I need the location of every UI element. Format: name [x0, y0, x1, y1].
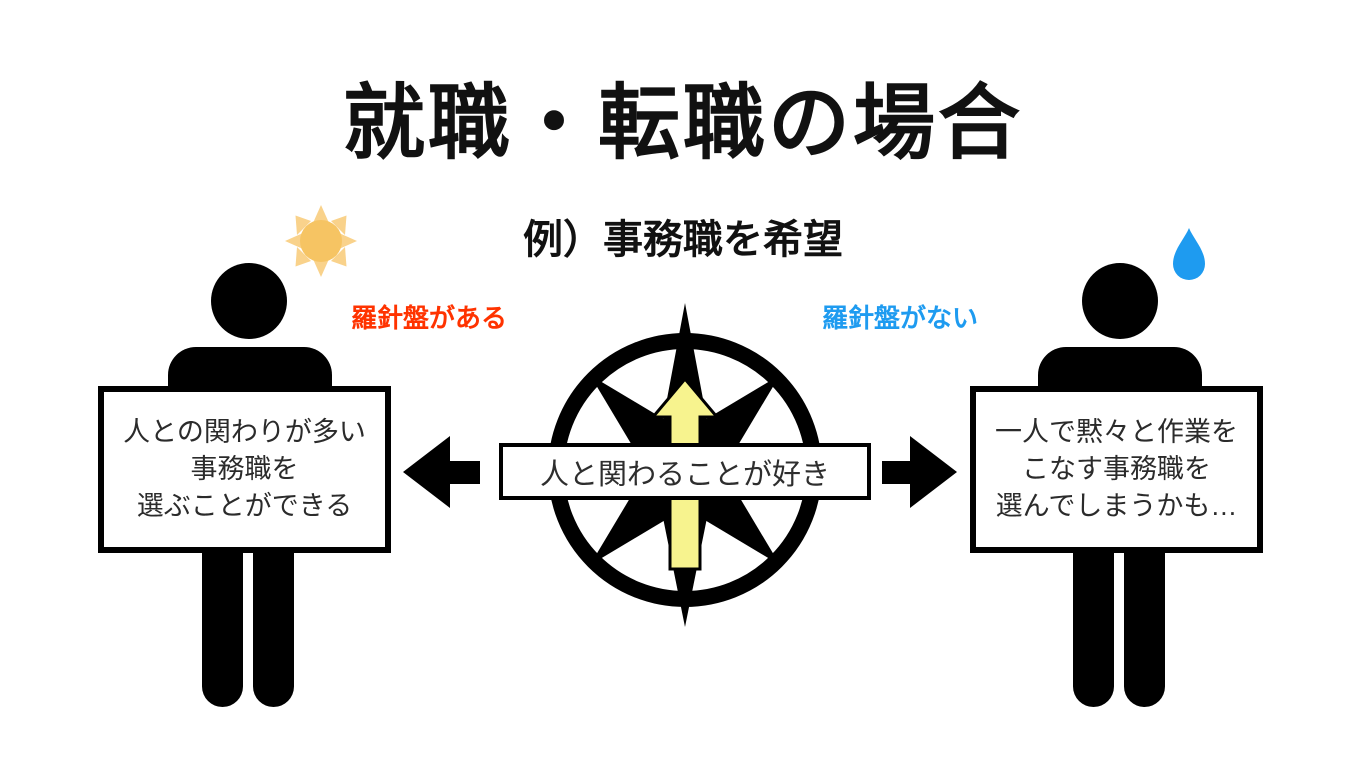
left-outcome-line: 事務職を — [190, 454, 299, 484]
left-compass-label: 羅針盤がある — [351, 303, 508, 333]
right-person-head — [1082, 263, 1158, 339]
left-outcome-box: 人との関わりが多い 事務職を 選ぶことができる — [98, 386, 391, 553]
left-person-head — [211, 263, 287, 339]
right-outcome-line: 一人で黙々と作業を — [995, 417, 1238, 447]
left-outcome-line: 選ぶことができる — [136, 491, 353, 521]
page-title: 就職・転職の場合 — [342, 78, 1023, 169]
subtitle: 例）事務職を希望 — [523, 218, 843, 262]
water-drop-icon — [1173, 228, 1205, 280]
sun-icon — [285, 205, 357, 277]
right-compass-label: 羅針盤がない — [822, 303, 979, 333]
right-outcome-box: 一人で黙々と作業を こなす事務職を 選んでしまうかも… — [970, 386, 1263, 553]
right-outcome-line: こなす事務職を — [1022, 454, 1211, 484]
right-outcome-line: 選んでしまうかも… — [995, 491, 1238, 521]
arrow-left-icon — [403, 436, 480, 508]
arrow-right-icon — [882, 436, 957, 508]
center-caption-box: 人と関わることが好き — [499, 443, 871, 500]
center-caption-text: 人と関わることが好き — [539, 458, 830, 491]
left-outcome-line: 人との関わりが多い — [123, 417, 366, 447]
